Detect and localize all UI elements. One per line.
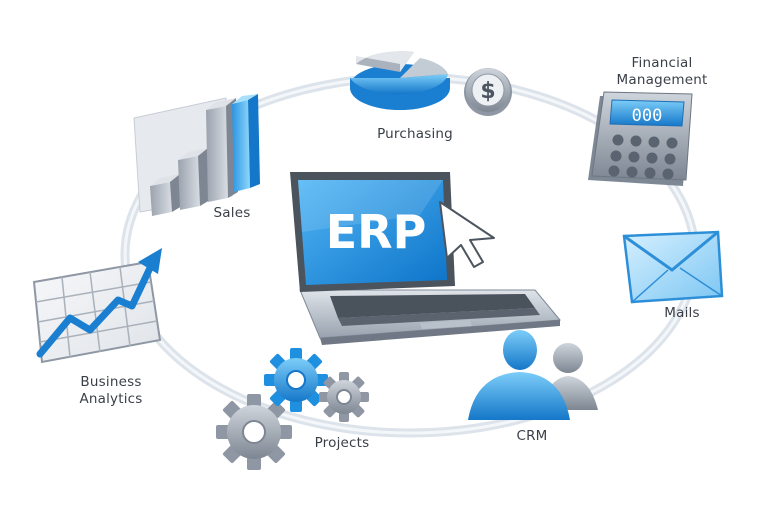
calculator-display: 000 xyxy=(632,106,663,126)
gears-icon xyxy=(216,348,369,470)
purchasing-label: Purchasing xyxy=(377,126,453,142)
trend-chart-icon xyxy=(32,248,162,364)
financial-label-line1: Financial xyxy=(631,55,693,71)
sales-label: Sales xyxy=(213,205,251,221)
pie-chart-dollar-icon: $ xyxy=(350,51,512,116)
bar-chart-icon xyxy=(133,94,260,216)
projects-label: Projects xyxy=(314,435,370,451)
svg-text:$: $ xyxy=(480,79,495,104)
cursor-icon xyxy=(439,201,495,268)
laptop-icon xyxy=(290,172,562,345)
financial-management-label: Financial Management xyxy=(588,55,736,89)
mails-label: Mails xyxy=(664,305,700,321)
business-analytics-label: Business Analytics xyxy=(56,374,166,408)
crm-label: CRM xyxy=(516,428,548,444)
analytics-label-line1: Business xyxy=(80,374,142,390)
calculator-icon xyxy=(588,91,693,186)
envelope-icon xyxy=(622,230,724,304)
financial-label-line2: Management xyxy=(616,72,708,88)
users-icon xyxy=(468,330,598,420)
analytics-label-line2: Analytics xyxy=(79,391,143,407)
erp-title: ERP xyxy=(326,205,427,259)
